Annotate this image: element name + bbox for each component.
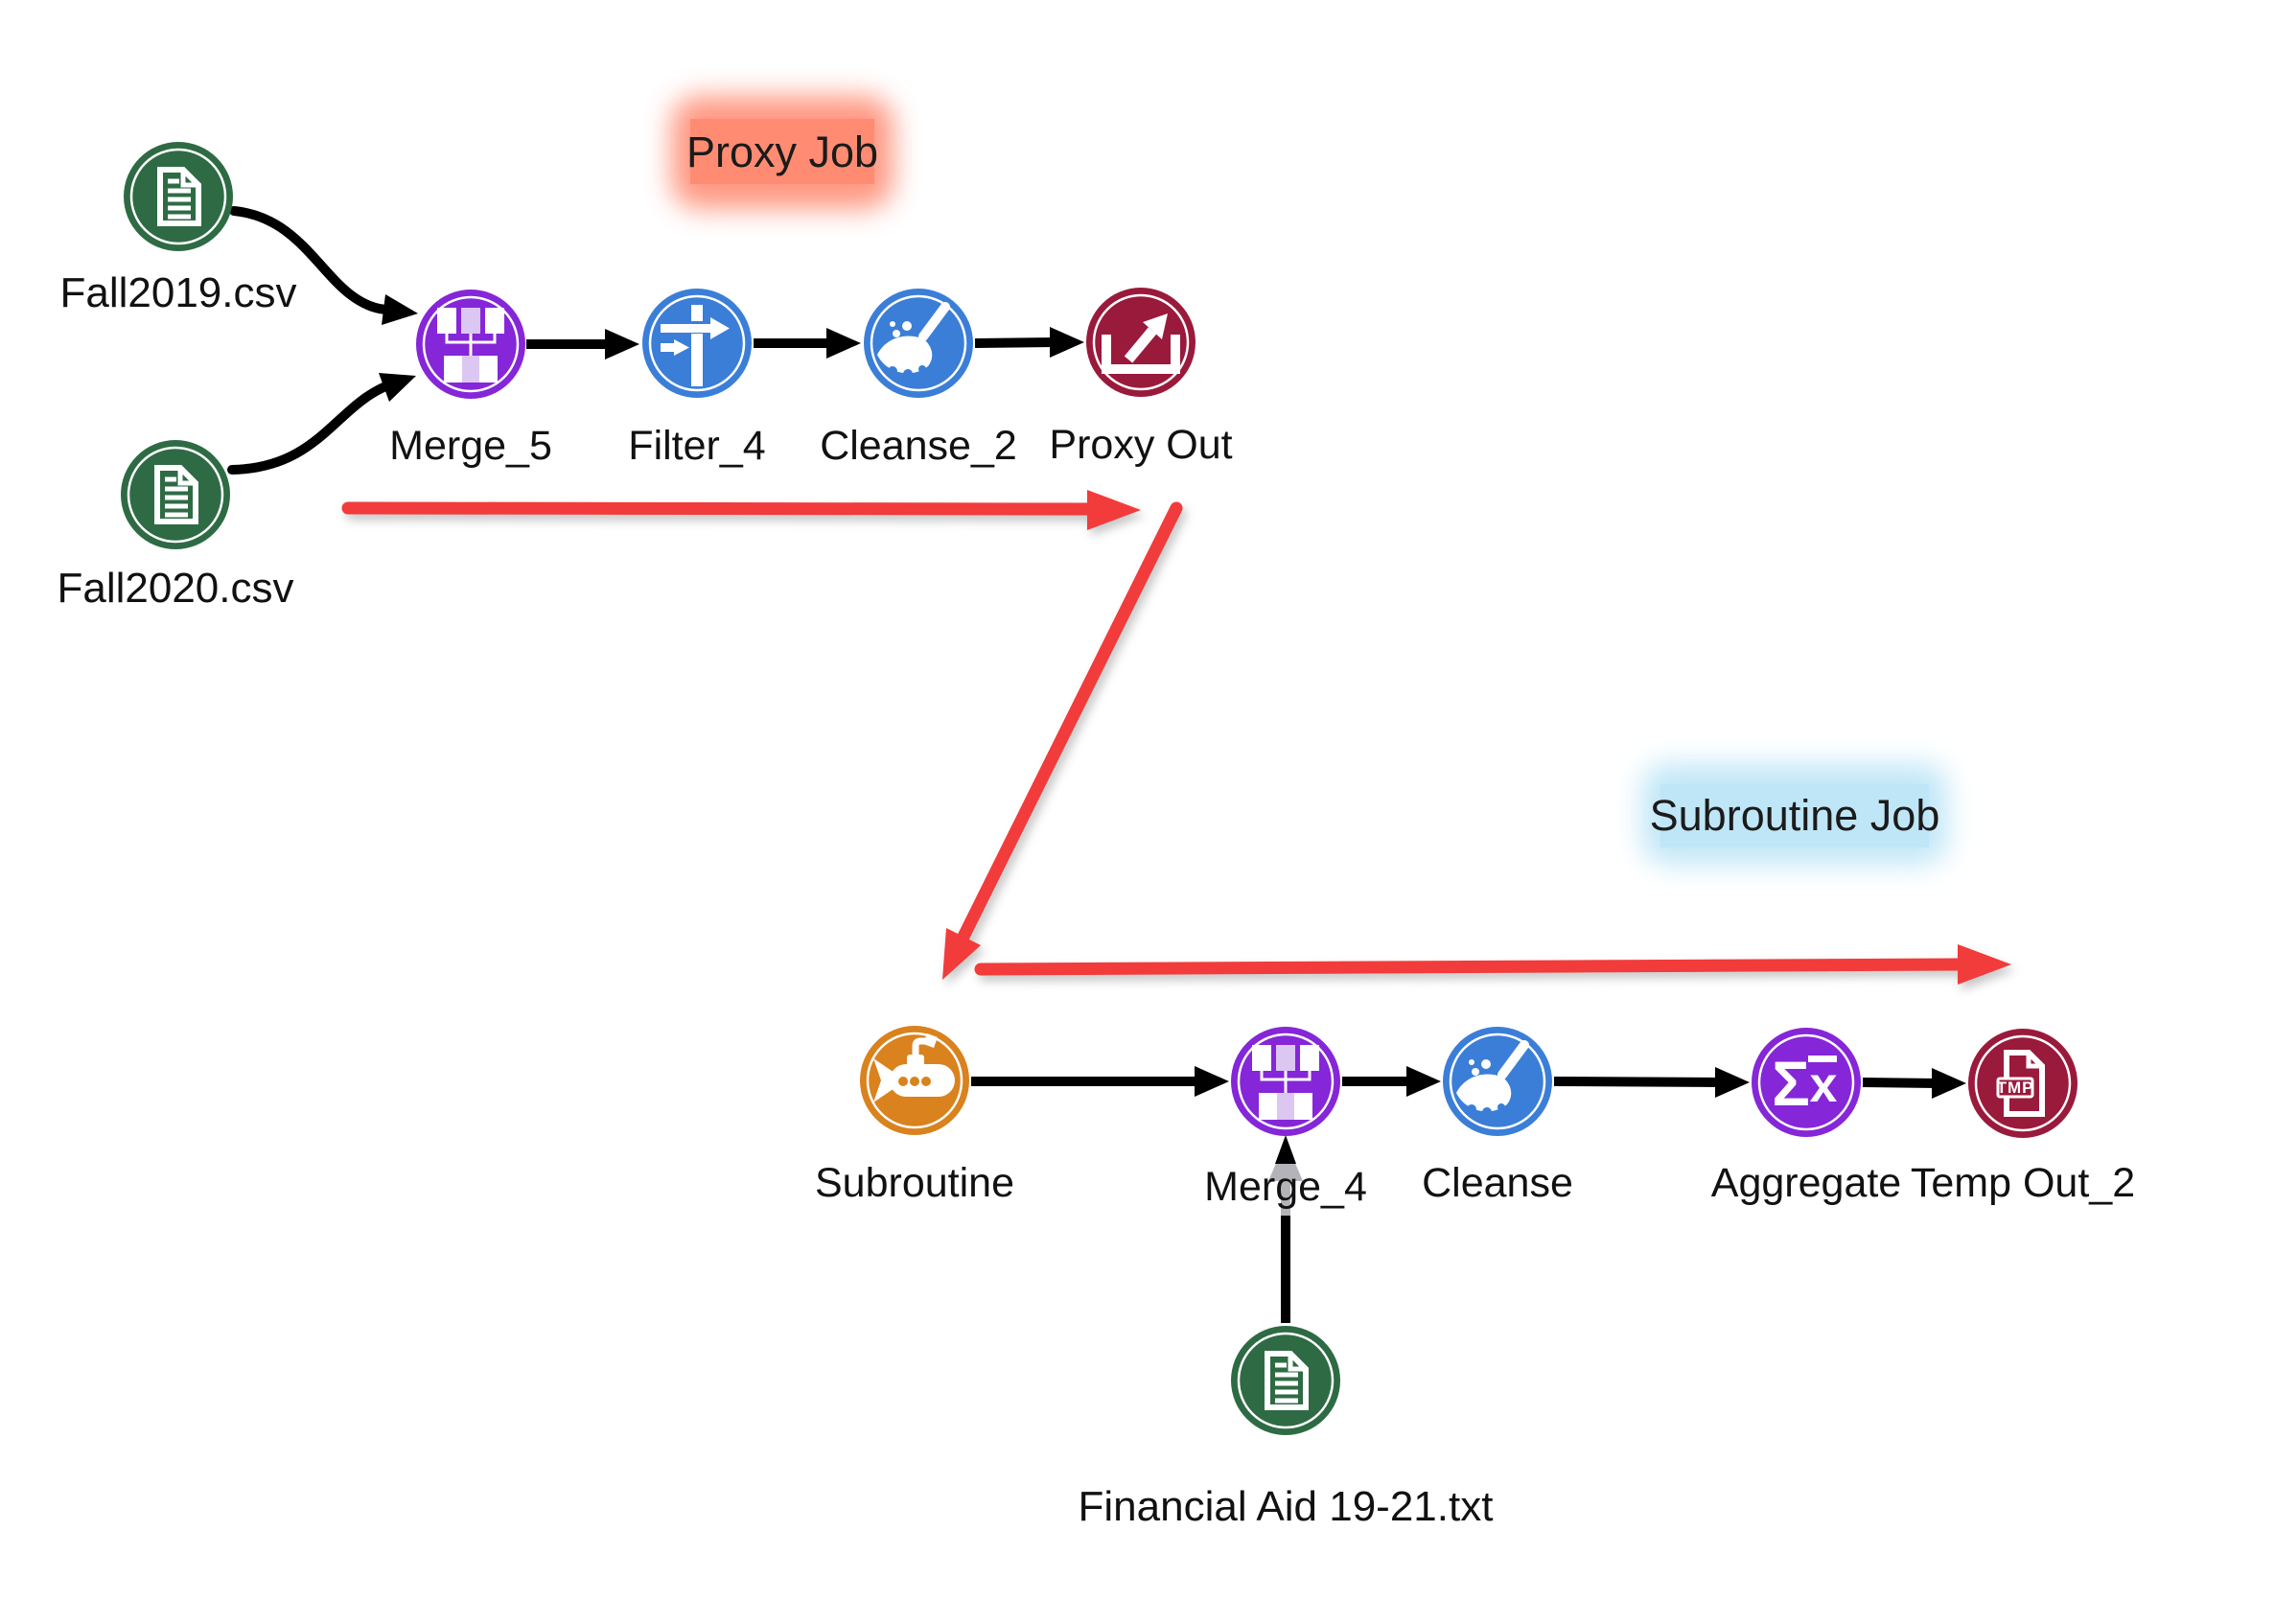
node-label-fall2019: Fall2019.csv <box>59 269 296 316</box>
node-filter4[interactable] <box>642 289 752 398</box>
node-subroutine[interactable] <box>860 1026 969 1135</box>
node-cleanse2[interactable] <box>864 289 973 398</box>
filter-icon <box>661 305 730 386</box>
merge-icon <box>1252 1045 1319 1120</box>
node-fall2019[interactable] <box>124 142 233 251</box>
node-label-aggregate: Aggregate <box>1711 1160 1901 1206</box>
node-label-tempout: Temp Out_2 <box>1911 1160 2135 1206</box>
proxy-job-label: Proxy Job <box>686 128 878 176</box>
node-label-subroutine: Subroutine <box>815 1160 1014 1206</box>
edge-merge5-filter4[interactable] <box>526 329 639 360</box>
svg-text:TMP: TMP <box>1997 1079 2034 1097</box>
node-label-proxyout: Proxy Out <box>1049 422 1232 468</box>
node-label-finaid: Financial Aid 19-21.txt <box>1079 1483 1494 1530</box>
proxy-job-badge: Proxy Job <box>671 96 894 209</box>
file-document-icon <box>1265 1351 1309 1410</box>
red-arrow-diagonal-down <box>942 501 1183 980</box>
node-tempout[interactable]: TMP <box>1968 1029 2078 1138</box>
node-aggregate[interactable]: Σ x <box>1752 1028 1861 1137</box>
red-arrow-subroutine-row <box>974 944 2011 985</box>
node-cleanse[interactable] <box>1443 1027 1552 1136</box>
node-merge4[interactable] <box>1231 1027 1340 1136</box>
edge-cleanse-aggregate[interactable] <box>1553 1067 1750 1098</box>
submarine-icon <box>873 1033 955 1102</box>
svg-text:x: x <box>1810 1057 1838 1113</box>
node-fall2020[interactable] <box>121 440 230 549</box>
edge-aggregate-tempout[interactable] <box>1862 1068 1966 1099</box>
execution-flow-arrows <box>341 490 2011 985</box>
aggregate-sigma-icon: Σ x <box>1772 1048 1837 1119</box>
edge-fall2020-merge5[interactable] <box>227 373 416 475</box>
node-label-merge5: Merge_5 <box>389 423 552 469</box>
node-label-cleanse2: Cleanse_2 <box>820 423 1017 469</box>
broom-icon <box>1456 1040 1529 1117</box>
edge-finaid-merge4[interactable] <box>1268 1135 1303 1323</box>
node-label-cleanse: Cleanse <box>1422 1160 1573 1206</box>
node-proxyout[interactable] <box>1086 288 1196 397</box>
file-document-icon <box>154 465 198 524</box>
subroutine-job-badge: Subroutine Job <box>1641 763 1948 865</box>
node-merge5[interactable] <box>416 290 525 399</box>
node-label-fall2020: Fall2020.csv <box>57 565 293 612</box>
edge-fall2019-merge5[interactable] <box>229 206 418 325</box>
red-arrow-proxy-row <box>341 490 1141 530</box>
edge-subroutine-merge4[interactable] <box>971 1066 1229 1097</box>
broom-icon <box>877 302 950 379</box>
edge-merge4-cleanse[interactable] <box>1342 1066 1441 1097</box>
file-document-icon <box>157 167 201 226</box>
svg-text:Σ: Σ <box>1772 1048 1810 1119</box>
merge-icon <box>437 308 504 383</box>
tmp-file-icon: TMP <box>1996 1050 2045 1117</box>
node-label-filter4: Filter_4 <box>628 423 765 469</box>
subroutine-job-label: Subroutine Job <box>1650 791 1940 840</box>
export-icon <box>1102 313 1180 374</box>
node-label-merge4: Merge_4 <box>1204 1164 1367 1210</box>
edge-cleanse2-proxyout[interactable] <box>974 327 1084 358</box>
edge-filter4-cleanse2[interactable] <box>754 328 861 359</box>
node-finaid[interactable] <box>1231 1326 1340 1435</box>
